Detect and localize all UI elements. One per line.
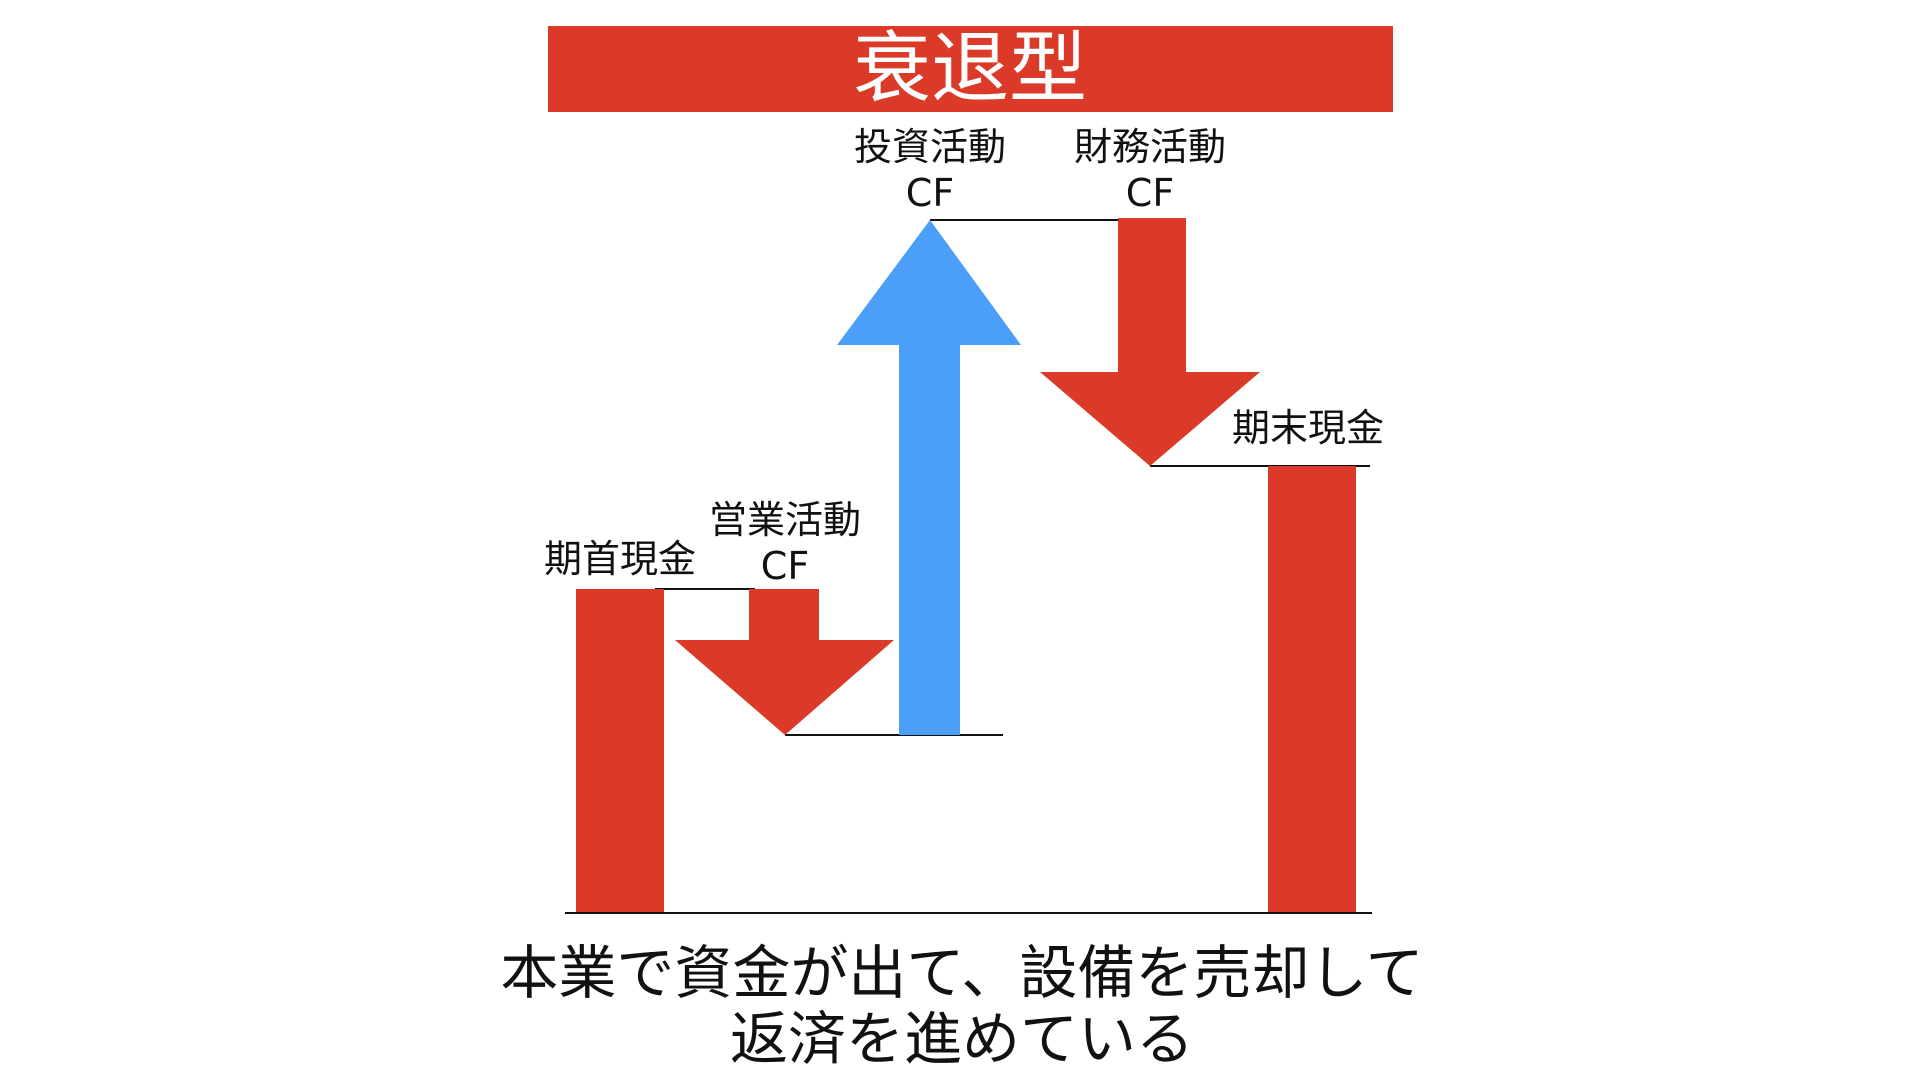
title-bar [548, 26, 1393, 112]
caption-line2: 返済を進めている [730, 1005, 1194, 1073]
operating-cf-label-line1: 営業活動 [709, 498, 861, 542]
investing-cf-label-line1: 投資活動 [854, 125, 1006, 169]
financing-cf-down-arrow [1040, 218, 1260, 466]
closing-cash-label: 期末現金 [1232, 406, 1384, 450]
opening-cash-bar [576, 589, 664, 913]
financing-cf-label-line2: CF [1126, 171, 1174, 215]
operating-cf-label-line2: CF [761, 544, 809, 588]
closing-cash-bar [1268, 466, 1356, 913]
investing-cf-up-arrow [837, 220, 1021, 735]
financing-cf-label-line1: 財務活動 [1074, 125, 1226, 169]
opening-cash-label: 期首現金 [544, 537, 696, 581]
operating-cf-down-arrow [675, 589, 894, 735]
title-text: 衰退型 [853, 24, 1087, 114]
caption-line1: 本業で資金が出て、設備を売却して [500, 939, 1423, 1007]
investing-cf-label-line2: CF [906, 171, 954, 215]
